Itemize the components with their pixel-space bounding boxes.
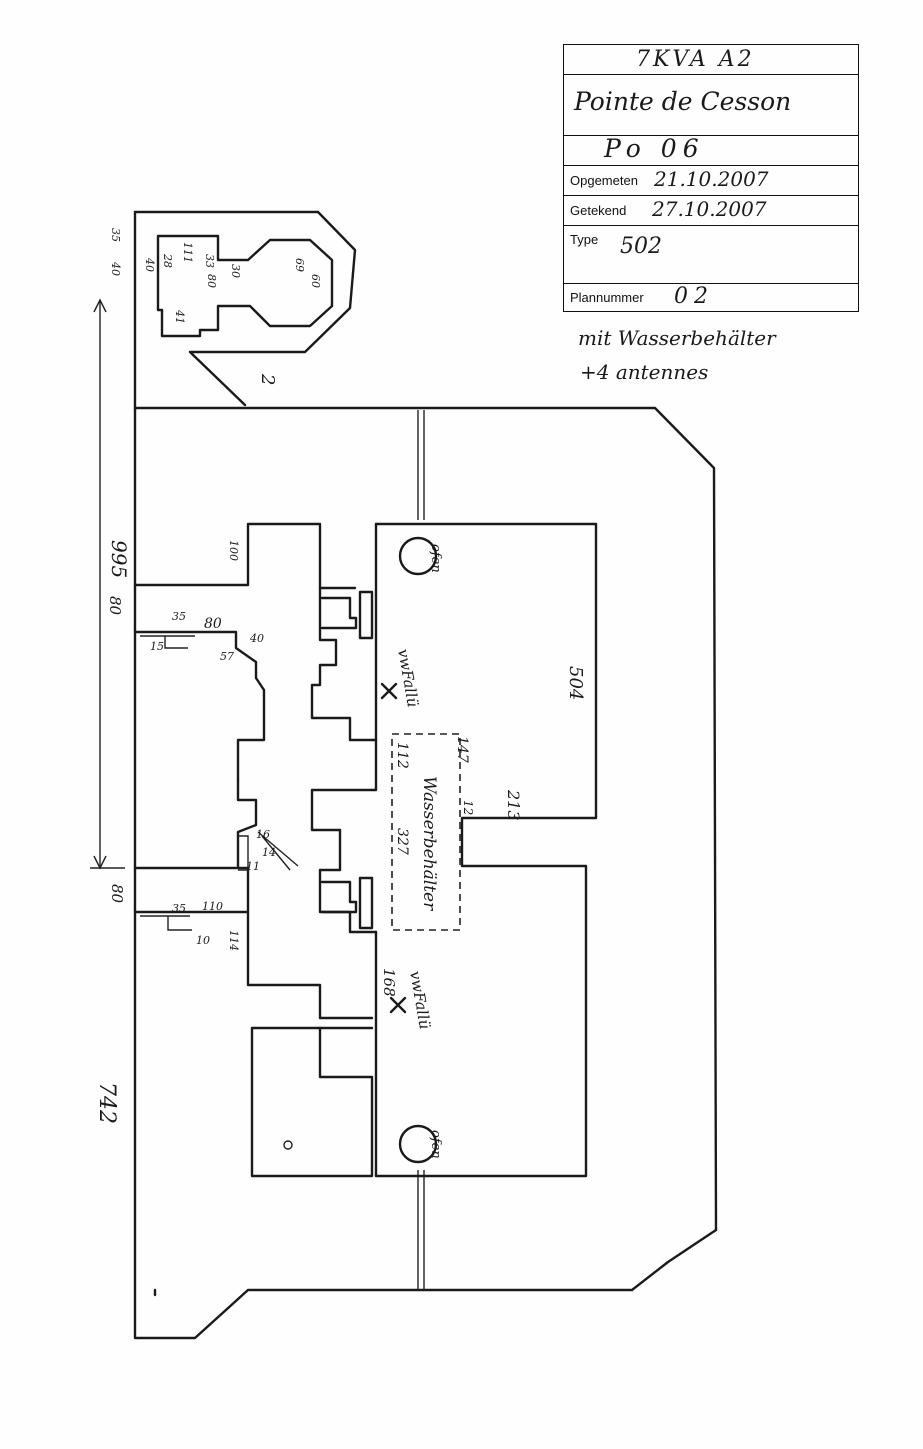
dim-annex-41: 41 (173, 309, 186, 324)
dim-niche-10: 10 (196, 934, 210, 947)
dim-niche-35b: 35 (172, 902, 186, 915)
dim-step: 213 (504, 789, 523, 821)
annex-structure (133, 210, 357, 412)
dim-small-11: 11 (246, 860, 260, 873)
title-row-plannummer: Plannummer 02 (564, 284, 858, 311)
exit-cross-top-icon (380, 682, 398, 700)
dim-sump-width: 112 (394, 742, 410, 769)
bunker-outer-wall (133, 406, 718, 1340)
plannummer-value: 02 (674, 284, 714, 309)
dim-annex-40b: 40 (143, 257, 156, 272)
dim-niche-15: 15 (150, 640, 164, 653)
sketch-lines (257, 831, 299, 871)
dim-annex-30: 30 (229, 264, 242, 278)
title-row-number: Po 06 (564, 134, 858, 166)
getekend-label: Getekend (570, 203, 627, 218)
getekend-value: 27.10.2007 (652, 197, 767, 221)
dimension-line-left (90, 298, 125, 870)
small-circle-icon (283, 1140, 293, 1150)
type-value: 502 (620, 234, 662, 259)
title-code: 7KVA A2 (636, 47, 755, 72)
plannummer-label: Plannummer (570, 290, 644, 305)
dim-overall-length: 995 (107, 540, 131, 578)
title-location: Pointe de Cesson (574, 87, 792, 116)
small-niche-sketch (238, 835, 249, 871)
dim-corridor-bottom: 80 (108, 884, 126, 904)
dim-annex-35: 35 (109, 228, 122, 242)
dim-niche-40: 40 (249, 632, 264, 645)
niche-top-sketch (140, 635, 195, 649)
niche-bottom-sketch (140, 915, 192, 931)
dim-step-small: 12 (461, 800, 475, 815)
dim-sump-depth: 147 (454, 736, 470, 763)
dim-annex-28: 28 (161, 253, 174, 268)
type-label: Type (570, 232, 599, 247)
dim-niche-80: 80 (204, 616, 222, 632)
dim-room-depth: 504 (565, 666, 586, 700)
dim-annex-80: 80 (205, 274, 218, 288)
dim-annex-33: 33 (203, 254, 216, 268)
dim-entry-depth: 168 (380, 968, 398, 997)
dim-corridor-top: 80 (106, 596, 124, 616)
dim-annex-111: 111 (181, 242, 194, 263)
dim-niche-110: 110 (202, 900, 223, 913)
interior-walls (133, 522, 598, 1178)
stove-top-icon (398, 536, 438, 576)
dim-sump-length: 327 (394, 828, 410, 855)
title-row-type: Type 502 (564, 226, 858, 284)
label-stove-top: ofen (428, 544, 443, 573)
label-water-tank: Wasserbehälter (419, 776, 439, 911)
dim-total-width: 742 (94, 1082, 119, 1124)
dim-small-14: 14 (262, 846, 276, 859)
title-row-code: 7KVA A2 (564, 45, 858, 75)
dim-wall-top: 100 (227, 540, 240, 561)
note-antennas: +4 antennes (580, 360, 709, 384)
dim-annex-69: 69 (293, 258, 306, 272)
label-exit-bottom: vwFallü (406, 970, 434, 1031)
dim-wall-bottom: 114 (227, 930, 240, 951)
label-exit-top: vwFallü (394, 648, 422, 709)
title-row-location: Pointe de Cesson (564, 75, 858, 136)
dim-annex-60: 60 (309, 274, 322, 288)
note-water-tank: mit Wasserbehälter (578, 326, 776, 350)
dimension-labels: 995 742 504 80 80 112 147 327 213 12 168… (94, 228, 586, 1124)
dim-small-16: 16 (256, 828, 270, 841)
stove-bottom-icon (398, 1124, 438, 1164)
dim-annex-mark: 2 (257, 373, 278, 385)
exit-cross-bottom-icon (389, 996, 407, 1014)
opgemeten-value: 21.10.2007 (654, 167, 769, 191)
title-number: Po 06 (604, 134, 705, 163)
dim-annex-40a: 40 (109, 261, 122, 276)
dim-small-57: 57 (220, 650, 234, 663)
title-row-opgemeten: Opgemeten 21.10.2007 (564, 166, 858, 196)
opgemeten-label: Opgemeten (570, 173, 638, 188)
dim-niche-35a: 35 (172, 610, 186, 623)
label-stove-bottom: ofen (428, 1130, 443, 1159)
title-block: 7KVA A2 Pointe de Cesson Po 06 Opgemeten… (563, 44, 859, 312)
title-row-getekend: Getekend 27.10.2007 (564, 196, 858, 226)
